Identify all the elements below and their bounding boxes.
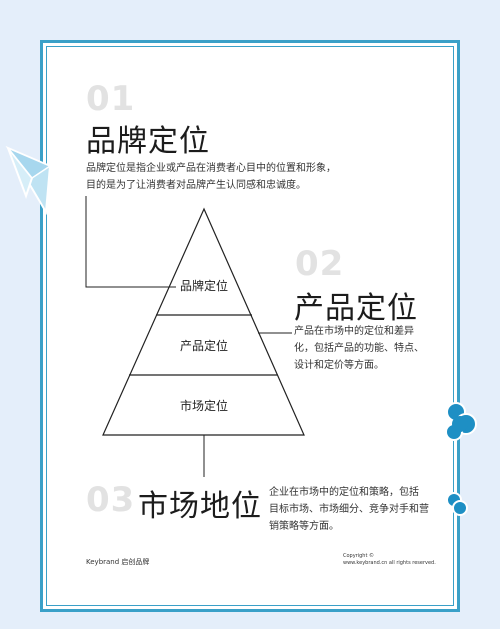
section-desc-brand: 品牌定位是指企业或产品在消费者心目中的位置和形象， 目的是为了让消费者对品牌产生… [86,160,386,194]
pyramid-level-top: 品牌定位 [179,279,228,293]
footer-brand: Keybrand 启创品牌 [86,558,150,566]
section-desc-market: 企业在市场中的定位和策略，包括 目标市场、市场细分、竞争对手和营 销策略等方面。 [269,484,439,535]
section-title-market: 市场地位 [138,489,262,524]
section-number-01: 01 [86,79,136,119]
pyramid-level-middle: 产品定位 [179,339,228,353]
section-number-02: 02 [295,244,345,284]
section-title-brand: 品牌定位 [86,124,210,159]
footer-copyright: Copyright © www.keybrand.cn all rights r… [343,553,436,567]
inner-frame [46,46,454,606]
section-number-03: 03 [86,480,136,520]
pyramid-level-bottom: 市场定位 [179,399,228,413]
desc-line: 目的是为了让消费者对品牌产生认同感和忠诚度。 [86,180,306,191]
desc-line: 企业在市场中的定位和策略，包括 [269,487,419,498]
paper-plane-icon [5,145,52,216]
desc-line: 品牌定位是指企业或产品在消费者心目中的位置和形象， [86,163,336,174]
copyright-line-2: www.keybrand.cn all rights reserved. [343,560,436,566]
cloud-icon-small [446,492,468,516]
connector-brand [85,196,176,288]
desc-line: 目标市场、市场细分、竞争对手和营 [269,504,429,515]
desc-line: 设计和定价等方面。 [294,360,384,371]
desc-line: 销策略等方面。 [269,521,339,532]
cloud-icon [445,402,477,441]
section-title-product: 产品定位 [294,291,418,326]
desc-line: 化，包括产品的功能、特点、 [294,343,424,354]
section-desc-product: 产品在市场中的定位和差异 化，包括产品的功能、特点、 设计和定价等方面。 [294,323,444,374]
desc-line: 产品在市场中的定位和差异 [294,326,414,337]
copyright-line-1: Copyright © [343,553,375,559]
